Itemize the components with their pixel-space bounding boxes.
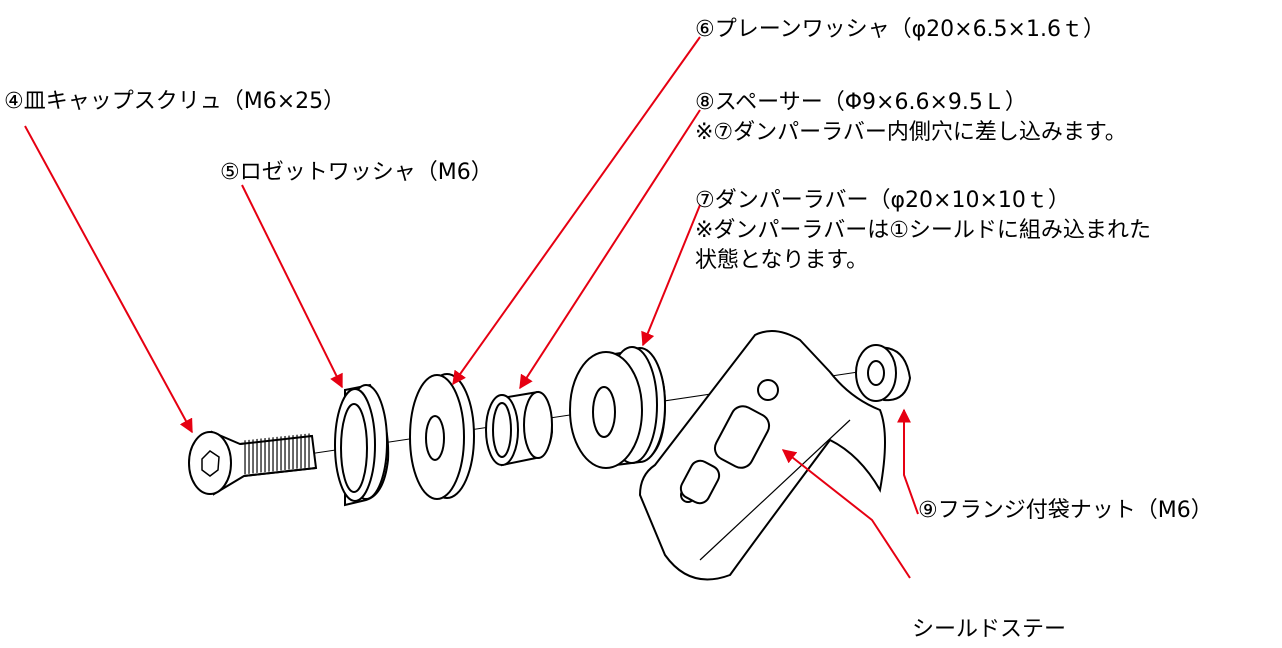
flat-head-cap-screw bbox=[188, 430, 318, 496]
label-damper-rubber: ⑦ダンパーラバー（φ20×10×10ｔ） ※ダンパーラバーは①シールドに組み込ま… bbox=[695, 186, 1151, 276]
flange-cap-nut bbox=[855, 344, 912, 402]
arrow-damper-rubber bbox=[641, 204, 701, 347]
label-screw: ④皿キャップスクリュ（M6×25） bbox=[4, 89, 346, 114]
rosette-washer bbox=[334, 383, 390, 507]
spacer bbox=[485, 390, 554, 467]
label-spacer: ⑧スペーサー（Φ9×6.6×9.5Ｌ） ※⑦ダンパーラバー内側穴に差し込みます。 bbox=[695, 88, 1127, 148]
label-damper-rubber-line2: ※ダンパーラバーは①シールドに組み込まれた bbox=[695, 218, 1151, 243]
arrow-flange-nut bbox=[897, 408, 919, 515]
label-damper-rubber-line3: 状態となります。 bbox=[695, 248, 869, 273]
label-rosette-washer: ⑤ロゼットワッシャ（M6） bbox=[220, 160, 493, 185]
arrow-screw bbox=[24, 125, 193, 434]
label-flange-nut: ⑨フランジ付袋ナット（M6） bbox=[918, 498, 1213, 523]
label-spacer-line1: ⑧スペーサー（Φ9×6.6×9.5Ｌ） bbox=[695, 90, 1027, 115]
arrow-shield-stay bbox=[781, 449, 911, 579]
arrow-rosette-washer bbox=[241, 184, 343, 389]
label-shield-stay: シールドステー bbox=[912, 617, 1067, 642]
arrow-spacer bbox=[519, 109, 701, 390]
arrow-plain-washer bbox=[452, 36, 701, 386]
leader-arrows bbox=[24, 36, 919, 579]
damper-rubber bbox=[569, 346, 667, 469]
label-plain-washer: ⑥プレーンワッシャ（φ20×6.5×1.6ｔ） bbox=[695, 17, 1105, 42]
label-spacer-line2: ※⑦ダンパーラバー内側穴に差し込みます。 bbox=[695, 120, 1127, 145]
label-damper-rubber-line1: ⑦ダンパーラバー（φ20×10×10ｔ） bbox=[695, 188, 1070, 213]
plain-washer bbox=[409, 373, 475, 500]
shield-stay-bracket bbox=[638, 330, 886, 581]
